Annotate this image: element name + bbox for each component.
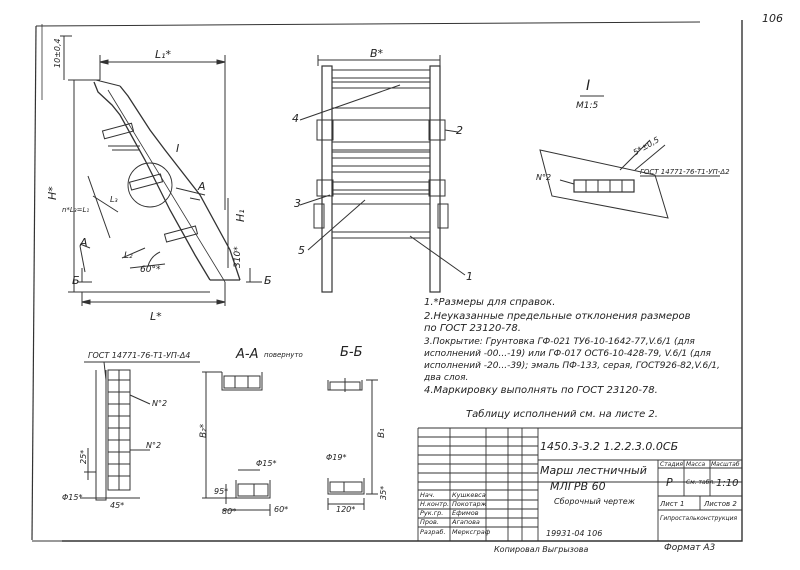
role-4: Разраб. [420, 528, 446, 536]
detail-title: I [586, 78, 590, 94]
note-line-8: 4.Маркировку выполнять по ГОСТ 23120-78. [424, 385, 658, 396]
title-block-roles: Нач. Кушкевса Н.контр. Покотарж Рук.гр. … [420, 491, 491, 536]
front-view [299, 55, 466, 293]
detail-scale: M1:5 [576, 101, 599, 111]
note-line-5: исполнений -00...-19) или ГФ-017 ОСТ6-10… [424, 349, 711, 359]
mark-b-left: Б [72, 274, 80, 287]
callout-4: 4 [292, 112, 299, 125]
doc-name-3: Сборочный чертеж [554, 497, 636, 506]
callout-3: 3 [294, 197, 301, 210]
role-1: Н.контр. [420, 500, 449, 508]
dim-b: B* [370, 47, 384, 60]
detail-pos-label: N°2 [536, 173, 551, 182]
callout-1: 1 [466, 270, 473, 283]
copied-by: Копировал Выгрызова [494, 545, 589, 554]
sheets-value: Листов 2 [703, 500, 737, 508]
doc-code: 1450.3-3.2 1.2.2.3.0.0СБ [540, 440, 678, 453]
sheet-value: Лист 1 [659, 500, 684, 508]
doc-name-2: МЛГРВ 60 [550, 480, 606, 493]
dim-310: 310* [233, 246, 243, 268]
dim-h: H* [46, 186, 59, 200]
pos-label-1: N°2 [152, 399, 167, 408]
dim-angle: 60°* [140, 265, 161, 275]
mass-value: См. табл. [686, 479, 715, 486]
dim-35: 35* [379, 486, 388, 500]
pos-label-2: N°2 [146, 441, 161, 450]
callout-2: 2 [456, 124, 463, 137]
inv-number: 19931-04 106 [546, 529, 602, 538]
dim-80: 80* [222, 507, 236, 516]
role-name-2: Ефимов [452, 509, 479, 517]
sheet-frame [31, 20, 743, 542]
callout-5: 5 [298, 244, 305, 257]
mark-a-lower: A [79, 236, 88, 249]
dim-60: 60* [274, 505, 288, 514]
note-line-3: по ГОСТ 23120-78. [424, 323, 521, 334]
scale-value: 1:10 [716, 478, 738, 489]
dim-95: 95* [214, 487, 228, 496]
note-line-2: 2.Неуказанные предельные отклонения разм… [424, 311, 691, 322]
section-bb [327, 378, 378, 510]
hdr-scale: Масштаб [711, 461, 740, 468]
detail-weld-label: ГОСТ 14771-76-Т1-УП-Δ2 [640, 168, 730, 176]
dim-phi15-left: Φ15* [62, 493, 82, 502]
sheet-number: 106 [762, 12, 783, 25]
note-line-6: исполнений -20...-39); эмаль ПФ-133, сер… [424, 361, 720, 371]
detail-gap: 5*±0,5 [632, 135, 661, 157]
note-line-4: 3.Покрытие: Грунтовка ГФ-021 ТУ6-10-1642… [424, 337, 695, 347]
dim-25: 25* [79, 450, 88, 464]
role-0: Нач. [420, 491, 435, 499]
format-label: Формат А3 [664, 543, 716, 553]
role-2: Рук.гр. [420, 509, 443, 517]
hdr-stage: Стадия [660, 461, 683, 468]
dim-phi19: Φ19* [326, 453, 346, 462]
section-bb-title: Б-Б [340, 345, 363, 360]
mark-detail-i: I [176, 142, 179, 155]
section-aa [202, 371, 271, 516]
dim-h1: H₁ [234, 209, 247, 222]
dim-top-tol: 10±0,4 [53, 38, 62, 68]
dim-l: L* [150, 310, 162, 323]
note-line-7: два слоя. [424, 373, 469, 383]
mark-a-upper: A [197, 180, 206, 193]
mark-b-right: Б [264, 274, 272, 287]
dim-l1: L₁* [155, 48, 172, 61]
dim-120: 120* [336, 505, 355, 514]
dim-45: 45* [110, 501, 124, 510]
detail-i [539, 95, 720, 219]
dim-l3: L₃ [110, 195, 118, 204]
section-aa-note: повернуто [264, 351, 303, 359]
dim-b1: B₁ [377, 428, 387, 438]
role-name-4: Мерксграф [452, 528, 491, 536]
dim-l2: L₂ [124, 251, 133, 261]
dim-mid: n*L₃=L₁ [62, 206, 89, 214]
role-name-0: Кушкевса [452, 491, 486, 499]
title-block-grid [417, 427, 742, 541]
role-name-1: Покотарж [452, 500, 487, 508]
role-name-3: Агапова [451, 518, 480, 526]
note-line-1: 1.*Размеры для справок. [424, 297, 556, 308]
table-note: Таблицу исполнений см. на листе 2. [466, 409, 658, 420]
stringer-view [80, 361, 200, 501]
stage-value: Р [666, 476, 673, 489]
section-aa-title: A-A [235, 347, 258, 362]
doc-name-1: Марш лестничный [540, 464, 647, 477]
org-value: Гипростальконструкция [660, 515, 737, 522]
weld-label-left: ГОСТ 14771-76-Т1-УП-Δ4 [88, 351, 190, 360]
role-3: Пров. [420, 518, 439, 526]
dim-b2: B₂* [199, 423, 209, 438]
hdr-mass: Масса [686, 461, 705, 468]
dim-phi15-aa: Φ15* [256, 459, 276, 468]
side-view [60, 35, 262, 306]
